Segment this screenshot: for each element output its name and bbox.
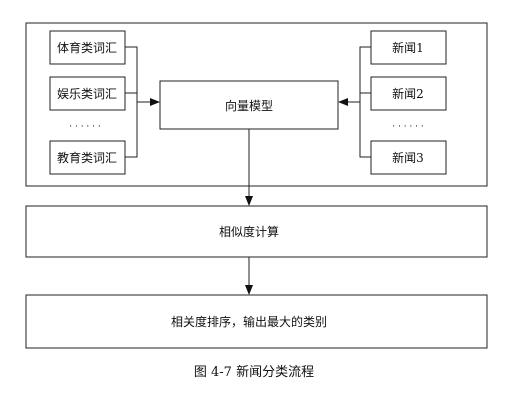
- right-bracket: [359, 46, 371, 158]
- vocab-box-entertainment-label: 娱乐类词汇: [57, 87, 117, 101]
- left-ellipsis: · · · · · ·: [69, 122, 101, 132]
- left-bracket: [125, 46, 138, 158]
- news-box-1-label: 新闻1: [392, 40, 424, 55]
- vocab-box-education-label: 教育类词汇: [57, 150, 117, 165]
- outer-frame: [25, 22, 488, 187]
- similarity-box: [25, 205, 488, 258]
- figure-caption: 图 4-7 新闻分类流程: [194, 364, 314, 380]
- news-box-3-label: 新闻3: [392, 150, 424, 165]
- news-box-2-label: 新闻2: [392, 86, 424, 101]
- similarity-label: 相似度计算: [219, 224, 279, 239]
- vocab-box-sports-label: 体育类词汇: [57, 40, 117, 55]
- vector-model-label: 向量模型: [225, 98, 273, 113]
- right-ellipsis: · · · · · ·: [392, 122, 424, 132]
- ranking-label: 相关度排序，输出最大的类别: [171, 314, 327, 329]
- ranking-box: [25, 294, 488, 349]
